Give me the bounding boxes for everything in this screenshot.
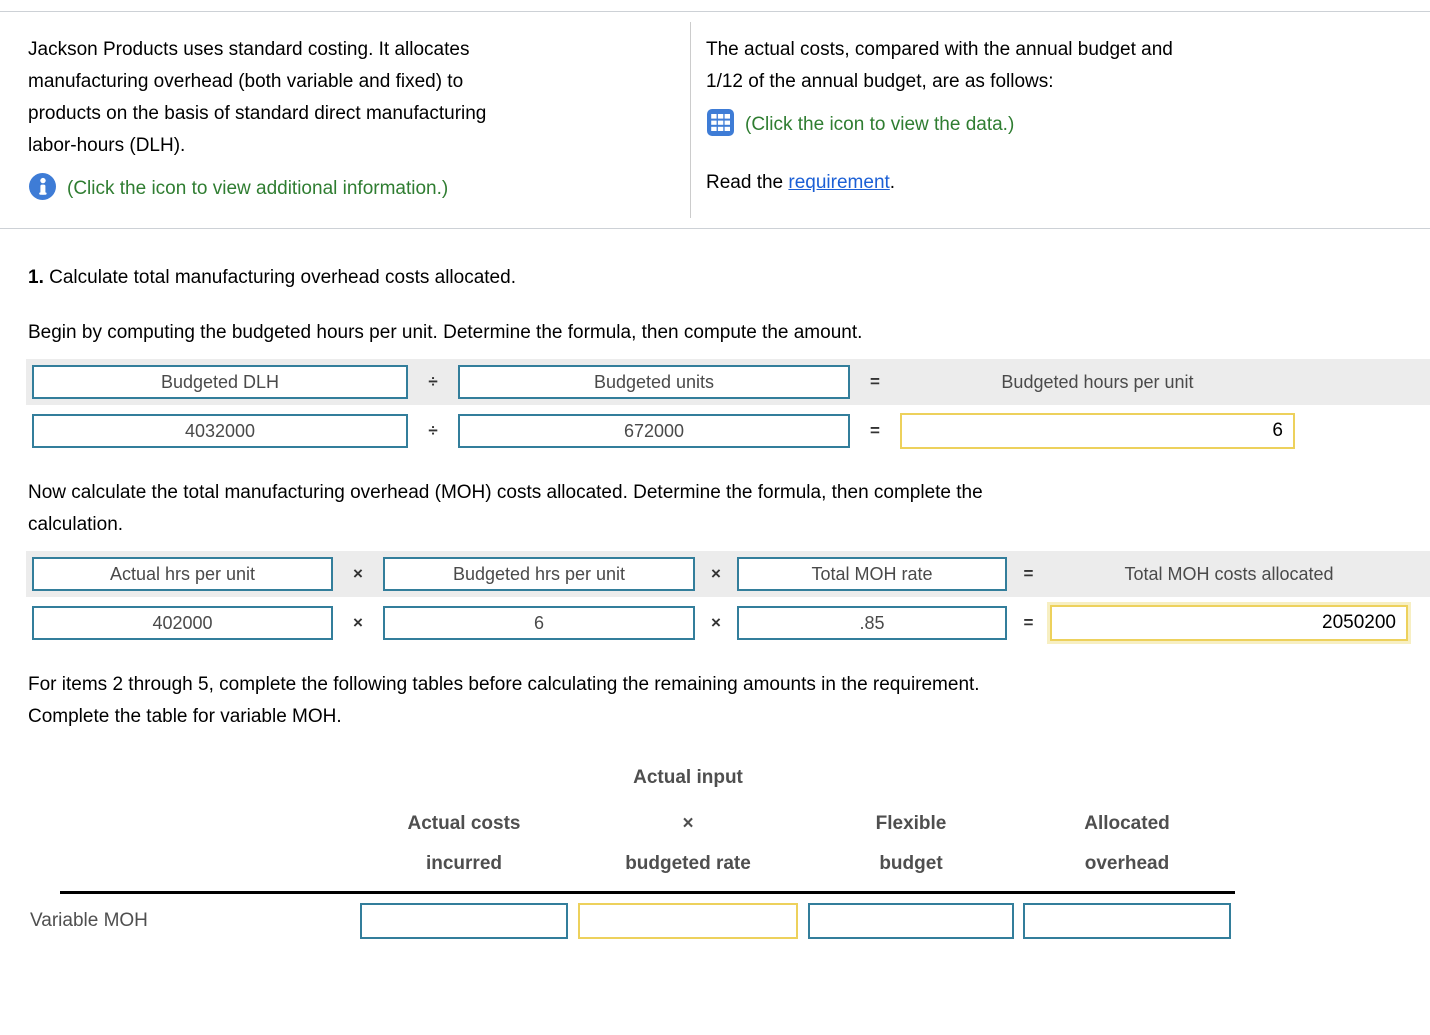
multiply-sign: × <box>353 613 363 632</box>
formula2-term2-box[interactable]: Budgeted hrs per unit <box>383 557 695 591</box>
formula2-term3-box[interactable]: Total MOH rate <box>737 557 1007 591</box>
view-data-link-label[interactable]: (Click the icon to view the data.) <box>745 114 1015 135</box>
additional-info-link-row[interactable]: (Click the icon to view additional infor… <box>28 172 690 206</box>
info-icon[interactable] <box>28 172 57 206</box>
work-area: 1. Calculate total manufacturing overhea… <box>28 267 1430 349</box>
formula2-result-label: Total MOH costs allocated <box>1124 563 1334 584</box>
step3-instruction-line: Complete the table for variable MOH. <box>28 706 342 727</box>
multiply-sign: × <box>711 564 721 583</box>
col-header-actual-costs: Actual costs <box>407 813 521 834</box>
additional-info-link-label[interactable]: (Click the icon to view additional infor… <box>67 178 449 199</box>
formula2-header-row: Actual hrs per unit × Budgeted hrs per u… <box>26 551 1430 597</box>
variable-moh-allocated-overhead-input[interactable] <box>1023 903 1231 939</box>
problem-text-line: products on the basis of standard direct… <box>28 103 487 124</box>
table-header-rule <box>60 891 1235 894</box>
formula1-value2-input[interactable]: 672000 <box>458 414 850 448</box>
multiply-sign: × <box>353 564 363 583</box>
col-header-incurred: incurred <box>425 853 503 874</box>
problem-text-line: The actual costs, compared with the annu… <box>706 39 1173 60</box>
col-header-multiply: × <box>682 813 694 834</box>
table-header-line2: incurred budgeted rate budget overhead <box>30 853 1430 875</box>
row-label-variable-moh: Variable MOH <box>30 910 148 931</box>
problem-right-pane: The actual costs, compared with the annu… <box>690 22 1430 218</box>
variable-moh-actual-costs-input[interactable] <box>360 903 568 939</box>
formula2-value2-input[interactable]: 6 <box>383 606 695 640</box>
col-header-overhead: overhead <box>1084 853 1170 874</box>
step3-instruction-line: For items 2 through 5, complete the foll… <box>28 674 980 695</box>
question-title: 1. Calculate total manufacturing overhea… <box>28 267 1430 289</box>
view-data-link-row[interactable]: (Click the icon to view the data.) <box>706 108 1430 142</box>
col-header-flexible: Flexible <box>875 813 947 834</box>
problem-text-line: Jackson Products uses standard costing. … <box>28 39 470 60</box>
formula1-value-row: 4032000 ÷ 672000 = 6 <box>32 413 1430 449</box>
read-prefix: Read the <box>706 172 789 193</box>
problem-statement-section: Jackson Products uses standard costing. … <box>0 11 1430 229</box>
equals-sign: = <box>1023 613 1034 632</box>
equals-sign: = <box>870 421 880 440</box>
formula2-answer-input[interactable]: 2050200 <box>1050 605 1408 641</box>
read-suffix: . <box>889 172 896 193</box>
step2-instruction: Now calculate the total manufacturing ov… <box>28 477 1430 541</box>
formula1-term2-box[interactable]: Budgeted units <box>458 365 850 399</box>
problem-text-line: labor-hours (DLH). <box>28 135 186 156</box>
divide-sign: ÷ <box>428 372 438 391</box>
variable-moh-budgeted-rate-input[interactable] <box>578 903 798 939</box>
problem-text-line: 1/12 of the annual budget, are as follow… <box>706 71 1054 92</box>
formula2-value-row: 402000 × 6 × .85 = 2050200 <box>32 605 1430 641</box>
col-header-budgeted-rate: budgeted rate <box>625 853 751 874</box>
formula2-value3-input[interactable]: .85 <box>737 606 1007 640</box>
requirement-link[interactable]: requirement <box>788 172 890 193</box>
step3-instruction: For items 2 through 5, complete the foll… <box>28 669 1430 733</box>
table-row-variable-moh: Variable MOH <box>30 903 1430 939</box>
question-number: 1. <box>28 267 44 288</box>
data-table-icon[interactable] <box>706 108 735 142</box>
actual-input-group-header: Actual input <box>633 767 743 788</box>
table-header-line1: Actual costs × Flexible Allocated <box>30 813 1430 835</box>
step2-instruction-line: Now calculate the total manufacturing ov… <box>28 482 983 503</box>
formula1-term1-box[interactable]: Budgeted DLH <box>32 365 408 399</box>
read-requirement-line: Read the requirement. <box>706 172 1430 194</box>
formula2-value1-input[interactable]: 402000 <box>32 606 333 640</box>
formula2-term1-box[interactable]: Actual hrs per unit <box>32 557 333 591</box>
divide-sign: ÷ <box>428 421 438 440</box>
problem-left-pane: Jackson Products uses standard costing. … <box>0 12 690 228</box>
formula1-value1-input[interactable]: 4032000 <box>32 414 408 448</box>
step1-instruction: Begin by computing the budgeted hours pe… <box>28 322 863 343</box>
variable-moh-flexible-budget-input[interactable] <box>808 903 1014 939</box>
question-text: Calculate total manufacturing overhead c… <box>49 267 516 288</box>
problem-text-line: manufacturing overhead (both variable an… <box>28 71 464 92</box>
formula1-answer-input[interactable]: 6 <box>900 413 1295 449</box>
equals-sign: = <box>870 372 880 391</box>
variable-moh-table: Actual input Actual costs × Flexible All… <box>30 767 1430 939</box>
formula1-result-label: Budgeted hours per unit <box>1001 371 1194 392</box>
step2-instruction-line: calculation. <box>28 514 124 535</box>
table-group-header-row: Actual input <box>30 767 1430 789</box>
multiply-sign: × <box>711 613 721 632</box>
col-header-allocated: Allocated <box>1084 813 1170 834</box>
col-header-budget: budget <box>879 853 943 874</box>
equals-sign: = <box>1023 564 1034 583</box>
formula1-header-row: Budgeted DLH ÷ Budgeted units = Budgeted… <box>26 359 1430 405</box>
